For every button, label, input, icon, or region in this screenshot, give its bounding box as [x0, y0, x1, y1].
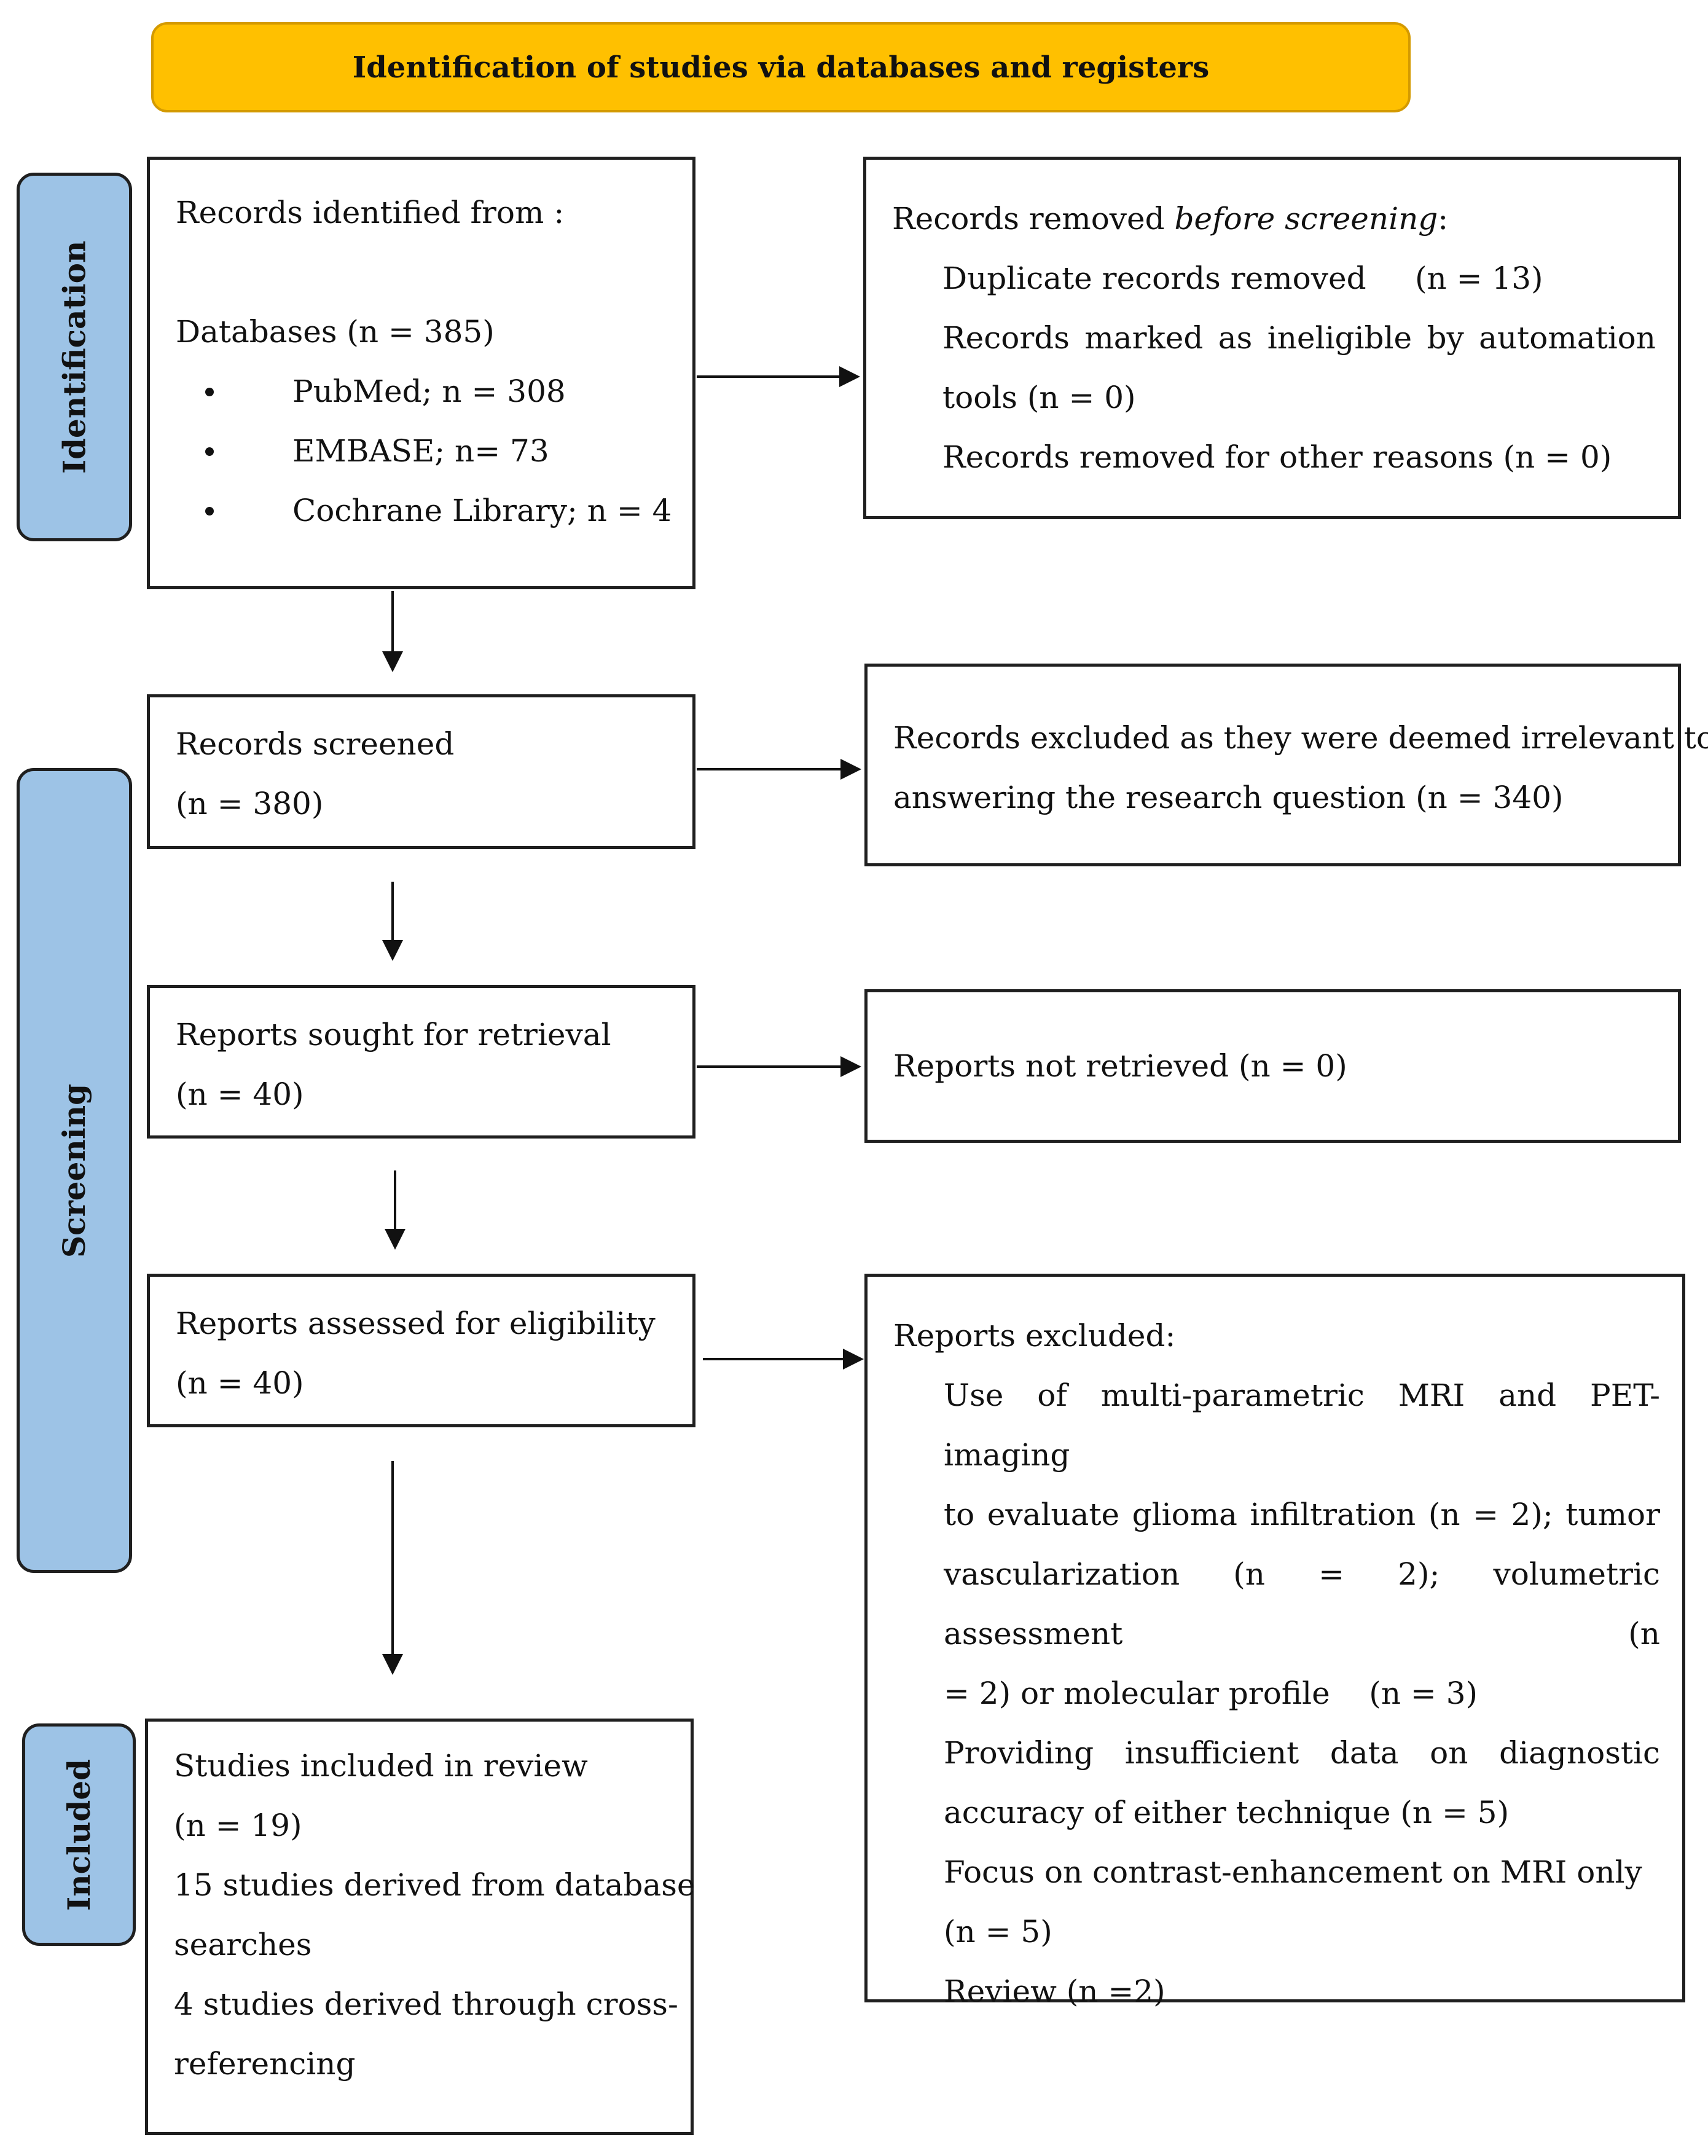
- records-excluded-line1: Records excluded as they were deemed irr…: [893, 720, 1708, 756]
- exclusion-reason-1-line4: = 2) or molecular profile (n = 3): [944, 1676, 1478, 1711]
- reports-assessed-count: (n = 40): [176, 1365, 304, 1401]
- reports-not-retrieved-box: Reports not retrieved (n = 0): [864, 989, 1681, 1143]
- source-cochrane: Cochrane Library; n = 4: [292, 493, 672, 528]
- duplicates-removed: Duplicate records removed (n = 13): [942, 261, 1543, 296]
- reports-sought-label: Reports sought for retrieval: [176, 1017, 611, 1053]
- records-excluded-line2: answering the research question (n = 340…: [893, 780, 1564, 815]
- stage-identification: Identification: [17, 173, 132, 541]
- records-removed-box: Records removed before screening: Duplic…: [863, 157, 1681, 519]
- banner-title: Identification of studies via databases …: [352, 50, 1210, 85]
- crossref-studies-line2: referencing: [174, 2046, 356, 2082]
- crossref-studies-line1: 4 studies derived through cross-: [174, 1986, 678, 2022]
- source-item: PubMed; n = 308: [176, 362, 670, 421]
- exclusion-reason-3-line2: (n = 5): [944, 1914, 1052, 1950]
- exclusion-reason-2-line1: Providing insufficient data on diagnosti…: [944, 1735, 1660, 1771]
- header-banner: Identification of studies via databases …: [151, 22, 1411, 112]
- reports-excluded-box: Reports excluded: Use of multi-parametri…: [864, 1274, 1685, 2009]
- records-excluded-box: Records excluded as they were deemed irr…: [864, 664, 1708, 866]
- arrowhead: [382, 1654, 403, 1675]
- arrowhead: [840, 759, 861, 780]
- arrowhead: [840, 1056, 861, 1077]
- studies-included-label: Studies included in review: [174, 1748, 588, 1784]
- arrowhead: [385, 1229, 405, 1250]
- arrowhead: [382, 940, 403, 961]
- exclusion-reason-1-line2: to evaluate glioma infiltration (n = 2);…: [944, 1497, 1660, 1532]
- exclusion-reason-2-line2: accuracy of either technique (n = 5): [944, 1795, 1510, 1830]
- exclusion-reason-4: Review (n =2): [944, 1974, 1165, 2009]
- exclusion-reason-1-line3: vascularization (n = 2); volumetric asse…: [944, 1556, 1660, 1652]
- reports-sought-count: (n = 40): [176, 1076, 304, 1112]
- arrowhead: [843, 1349, 864, 1370]
- source-item: Cochrane Library; n = 4: [176, 481, 672, 541]
- source-item: EMBASE; n= 73: [176, 421, 670, 481]
- automation-removed-line2: tools (n = 0): [942, 380, 1136, 415]
- reports-assessed-box: Reports assessed for eligibility (n = 40…: [147, 1274, 695, 1427]
- studies-included-count: (n = 19): [174, 1808, 302, 1843]
- records-screened-count: (n = 380): [176, 786, 324, 821]
- reports-not-retrieved-label: Reports not retrieved (n = 0): [893, 1048, 1347, 1084]
- reports-excluded-heading: Reports excluded:: [893, 1318, 1176, 1354]
- arrowhead: [839, 366, 860, 387]
- other-reasons-removed: Records removed for other reasons (n = 0…: [942, 439, 1612, 475]
- automation-removed-line1: Records marked as ineligible by automati…: [942, 320, 1656, 356]
- records-identified-heading: Records identified from :: [176, 195, 565, 230]
- studies-included-box: Studies included in review (n = 19) 15 s…: [145, 1719, 695, 2135]
- reports-assessed-label: Reports assessed for eligibility: [176, 1306, 656, 1341]
- records-screened-box: Records screened (n = 380): [147, 694, 695, 849]
- exclusion-reason-1-line1: Use of multi-parametric MRI and PET-imag…: [944, 1378, 1660, 1473]
- source-pubmed: PubMed; n = 308: [292, 374, 566, 409]
- before-screening-emphasis: before screening: [1174, 201, 1438, 237]
- records-identified-box: Records identified from : Databases (n =…: [147, 157, 695, 589]
- database-studies-line1: 15 studies derived from database: [174, 1867, 695, 1903]
- database-studies-line2: searches: [174, 1927, 312, 1962]
- stage-included: Included: [22, 1723, 136, 1946]
- stage-screening: Screening: [17, 768, 132, 1573]
- source-embase: EMBASE; n= 73: [292, 433, 549, 469]
- exclusion-reason-3-line1: Focus on contrast-enhancement on MRI onl…: [944, 1854, 1642, 1890]
- arrowhead: [382, 651, 403, 672]
- records-screened-label: Records screened: [176, 726, 455, 762]
- databases-total: Databases (n = 385): [176, 314, 495, 350]
- records-removed-heading: Records removed before screening:: [892, 201, 1449, 237]
- reports-sought-box: Reports sought for retrieval (n = 40): [147, 985, 695, 1139]
